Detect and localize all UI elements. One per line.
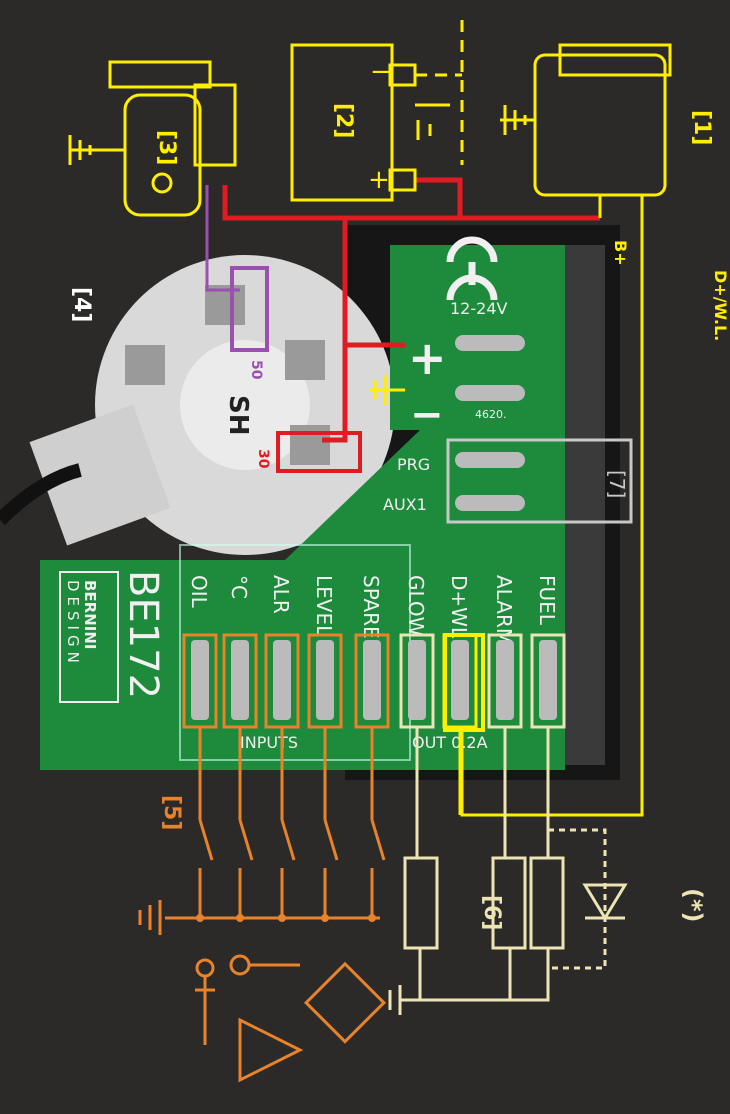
battery-plus: +	[368, 165, 390, 195]
input-switch-contact	[323, 819, 339, 861]
key-switch-label: [4]	[69, 287, 94, 322]
output-label: FUEL	[535, 575, 559, 626]
terminal-50-box	[230, 266, 269, 352]
input-switch-contact	[280, 819, 296, 861]
input-label: OIL	[187, 575, 211, 609]
inputs-ref-label: [5]	[159, 795, 184, 830]
yellow-components	[68, 20, 672, 817]
input-label: SPARE	[359, 575, 383, 639]
input-terminal	[363, 640, 381, 720]
serial-label: 4620.	[475, 408, 507, 421]
minus-label: −	[410, 392, 444, 438]
outputs-title: OUT 0.2A	[412, 733, 488, 752]
ce-mark	[446, 236, 498, 301]
key-switch: SH	[0, 255, 395, 555]
output-label: ALARM	[492, 575, 516, 645]
input-terminal	[316, 640, 334, 720]
input-terminal	[273, 640, 291, 720]
output-terminal	[451, 640, 469, 720]
output-label: D+WL	[447, 575, 471, 639]
input-switches	[138, 900, 387, 1083]
battery-minus: −	[370, 57, 392, 87]
input-switch-contact	[238, 819, 254, 861]
output-terminal	[408, 640, 426, 720]
brand-line2: DESIGN	[64, 580, 82, 668]
power-wires	[222, 177, 600, 473]
junction-dot	[368, 914, 376, 922]
input-label: ALR	[269, 575, 293, 614]
junction-dot	[196, 914, 204, 922]
input-switch-contact	[370, 819, 386, 861]
output-relays	[388, 828, 628, 1015]
programming-box	[446, 438, 633, 524]
prg-label: PRG	[397, 455, 430, 474]
junction-dot	[321, 914, 329, 922]
optional-label: (*)	[679, 888, 707, 923]
output-label: GLOW	[404, 575, 428, 637]
voltage-label: 12-24V	[450, 299, 507, 318]
brand-line1: BERNINI	[81, 580, 99, 650]
plus-label: +	[408, 331, 447, 385]
b-plus-label: B+	[611, 240, 630, 266]
junction-dot	[278, 914, 286, 922]
inputs-title: INPUTS	[240, 733, 298, 752]
output-terminal	[539, 640, 557, 720]
input-label: LEVEL	[312, 575, 336, 637]
output-terminal	[496, 640, 514, 720]
input-label: °C	[227, 575, 251, 599]
d-plus-wl-label: D+/W.L.	[711, 270, 730, 341]
terminal-50-label: 50	[248, 360, 264, 380]
battery-label: [2]	[331, 103, 356, 138]
input-terminal	[231, 640, 249, 720]
terminal-30-label: 30	[255, 449, 271, 469]
alternator-label: [3]	[154, 130, 179, 165]
key-switch-text: SH	[223, 395, 253, 436]
model-label: BE172	[120, 570, 166, 699]
input-switch-contact	[198, 819, 214, 861]
input-terminal	[191, 640, 209, 720]
aux1-label: AUX1	[383, 495, 427, 514]
prog-ref-label: [7]	[605, 470, 629, 498]
starter-label: [1]	[689, 110, 714, 145]
junction-dot	[236, 914, 244, 922]
